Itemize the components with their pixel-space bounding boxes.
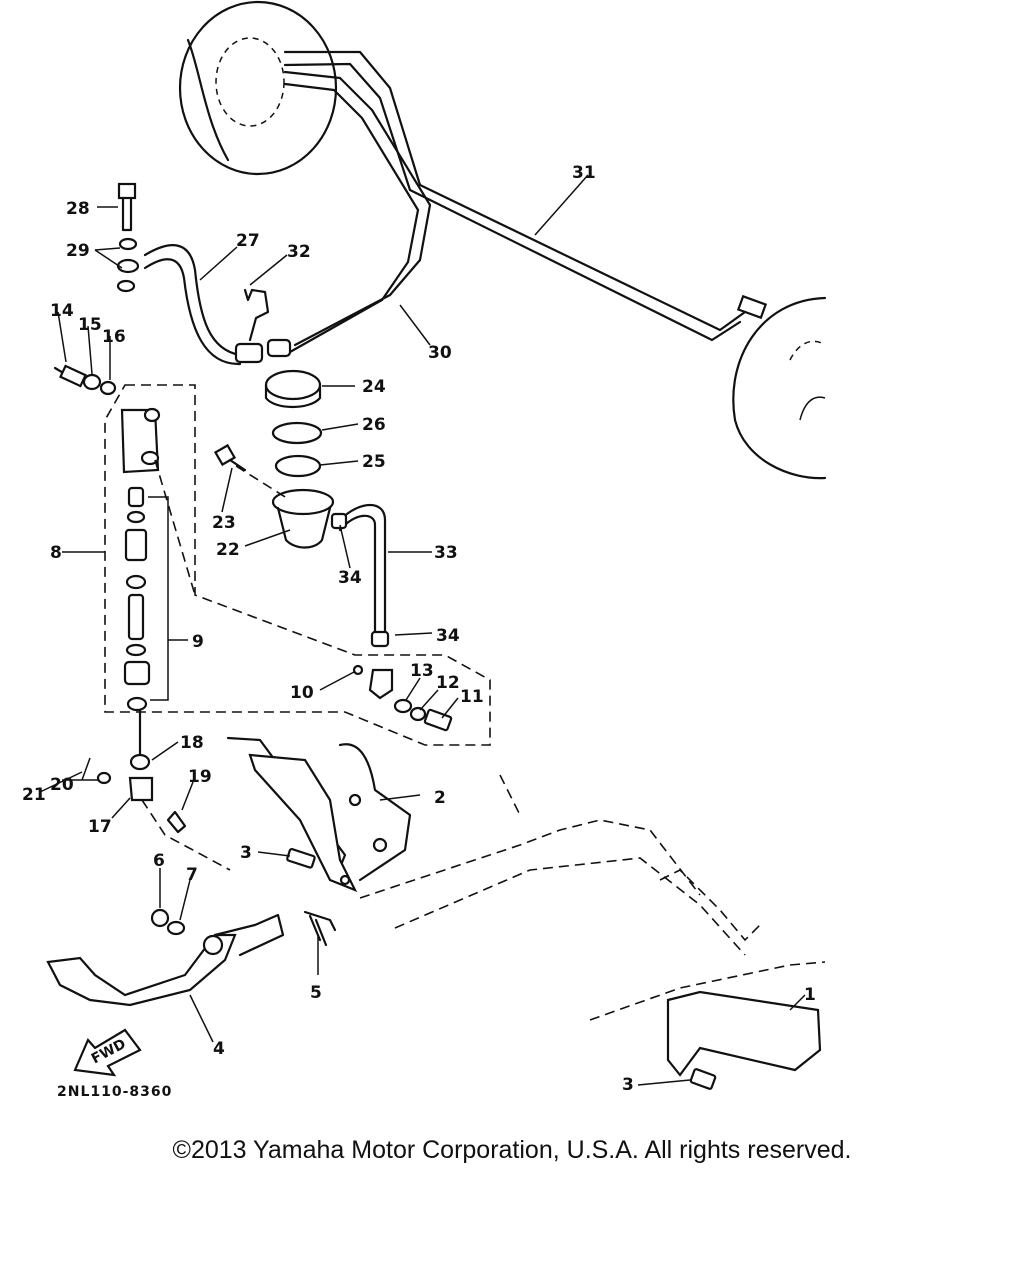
reservoir-hose-33 [330,504,390,648]
callout-20: 20 [50,775,74,795]
clip-32 [243,288,270,342]
brake-hose-27 [143,244,292,366]
callout-25: 25 [362,452,386,472]
callout-5: 5 [310,983,322,1003]
callout-21: 21 [22,785,46,805]
rear-brake-drum [732,296,827,480]
piston-kit-9 [123,486,169,712]
callout-10: 10 [290,683,314,703]
clevis-17 [81,708,231,871]
callout-2: 2 [434,788,446,808]
pushrod-guide-line [154,459,196,596]
front-brake-drum [178,0,338,176]
callout-15: 15 [78,315,102,335]
callout-18: 18 [180,733,204,753]
reservoir-cap-24 [264,369,322,408]
bolt-3-upper [286,848,316,869]
master-cylinder [120,407,161,474]
callout-16: 16 [102,327,126,347]
callout-11: 11 [460,687,484,707]
screw-23 [213,443,247,472]
bolt-6-7 [150,908,186,936]
washers-29 [116,237,140,293]
callout-28: 28 [66,199,90,219]
callout-13: 13 [410,661,434,681]
callouts: 31 28 27 32 29 14 15 16 30 24 26 25 23 2… [22,163,816,1095]
callout-14: 14 [50,301,74,321]
brake-pipe-30 [283,70,432,354]
parts-diagram: 31 28 27 32 29 14 15 16 30 24 26 25 23 2… [22,0,827,1095]
callout-7: 7 [186,865,198,885]
callout-17: 17 [88,817,112,837]
callout-26: 26 [362,415,386,435]
footrest-bracket-2 [226,736,412,893]
callout-3-lower: 3 [622,1075,634,1095]
copyright-notice: ©2013 Yamaha Motor Corporation, U.S.A. A… [172,1136,852,1164]
callout-3-upper: 3 [240,843,252,863]
callout-4: 4 [213,1039,225,1059]
bolt-3-lower [689,1068,717,1090]
callout-23: 23 [212,513,236,533]
callout-22: 22 [216,540,240,560]
footrest-1 [666,990,822,1077]
callout-8: 8 [50,543,62,563]
callout-29: 29 [66,241,90,261]
callout-34-upper: 34 [338,568,362,588]
master-cylinder-kit-box [104,384,491,746]
callout-24: 24 [362,377,386,397]
callout-32: 32 [287,242,311,262]
fwd-arrow [73,1028,142,1077]
brake-pipe-31 [283,50,768,342]
reservoir-guide-line [235,465,291,501]
diaphragm-plate-26 [271,421,323,445]
callout-34-lower: 34 [436,626,460,646]
brake-pedal-4 [46,913,285,1007]
callout-33: 33 [434,543,458,563]
callout-19: 19 [188,767,212,787]
callout-9: 9 [192,632,204,652]
union-bolt-28 [117,182,137,232]
frame [359,774,826,1021]
bolt-14-15-16 [53,364,117,396]
diaphragm-25 [274,454,322,478]
callout-12: 12 [436,673,460,693]
reservoir-22 [271,488,335,549]
callout-31: 31 [572,163,596,183]
spring-5 [303,910,337,947]
callout-27: 27 [236,231,260,251]
diagram-code: 2NL110-8360 [57,1084,173,1100]
callout-1: 1 [804,985,816,1005]
callout-6: 6 [153,851,165,871]
leader-lines [39,174,806,1086]
callout-30: 30 [428,343,452,363]
